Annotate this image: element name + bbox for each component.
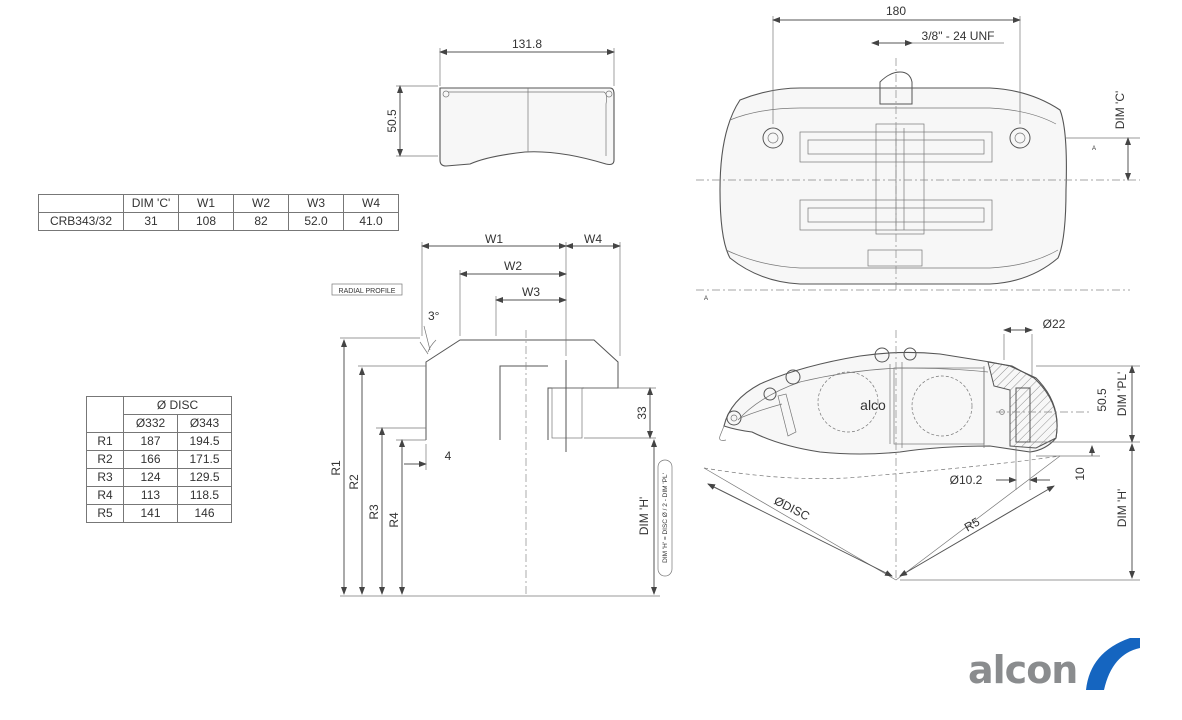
step-label: 4 — [445, 449, 452, 463]
radius-row: R4 113 118.5 — [86, 486, 232, 505]
spec-cell: CRB343/32 — [38, 212, 124, 231]
radius-row: R2 166 171.5 — [86, 450, 232, 469]
spec-cell: 82 — [233, 212, 289, 231]
spec-cell: 31 — [123, 212, 179, 231]
r1-label: R1 — [329, 460, 343, 476]
disc-title-cell: Ø DISC — [123, 396, 232, 415]
pl-value-label: 50.5 — [1095, 388, 1109, 412]
radius-title-row: Ø DISC — [86, 396, 232, 433]
radius-corner-cell — [86, 396, 124, 433]
ten-label: 10 — [1073, 467, 1087, 481]
radial-profile-view: RADIAL PROFILE W1 W4 W2 W3 3° R1 R2 R3 — [329, 232, 673, 597]
spec-header-row: DIM 'C' W1 W2 W3 W4 — [38, 194, 399, 213]
spec-header-cell: W3 — [288, 194, 344, 213]
w2-label: W2 — [504, 259, 522, 273]
radius-cell: 166 — [123, 450, 178, 469]
dim-h-label: DIM 'H' — [637, 497, 651, 536]
radius-label-cell: R1 — [86, 432, 124, 451]
spec-header-cell: W1 — [178, 194, 234, 213]
dim-h2-label: DIM 'H' — [1115, 489, 1129, 528]
spec-cell: 41.0 — [343, 212, 399, 231]
radius-label-cell: R3 — [86, 468, 124, 487]
radius-table: Ø DISC Ø332 Ø343 R1 187 194.5 R2 166 171… — [86, 396, 232, 523]
caliper-width-label: 180 — [886, 4, 906, 18]
radius-cell: 113 — [123, 486, 178, 505]
caliper-logo-text: alco — [860, 397, 886, 413]
logo-swoosh-icon — [1086, 638, 1140, 690]
spec-table: DIM 'C' W1 W2 W3 W4 CRB343/32 31 108 82 … — [38, 194, 399, 231]
radius-cell: 124 — [123, 468, 178, 487]
dia22-label: Ø22 — [1043, 317, 1066, 331]
angle-label: 3° — [428, 309, 440, 323]
svg-text:A: A — [1092, 146, 1096, 152]
dia102-label: Ø10.2 — [950, 473, 983, 487]
spec-header-cell: W4 — [343, 194, 399, 213]
pad-width-label: 131.8 — [512, 37, 542, 51]
dim-pl-label: DIM 'PL' — [1115, 372, 1129, 417]
r4-label: R4 — [387, 512, 401, 528]
alcon-logo: alcon — [968, 634, 1142, 694]
caliper-top-view: 180 3/8" - 24 UNF DIM 'C' A A — [696, 4, 1140, 302]
caliper-side-view: alco ØDISC R5 Ø22 Ø10.2 — [703, 317, 1140, 581]
radius-cell: 118.5 — [177, 486, 232, 505]
radius-label-cell: R4 — [86, 486, 124, 505]
radius-row: R3 124 129.5 — [86, 468, 232, 487]
dim-c-label: DIM 'C' — [1113, 91, 1127, 130]
radius-label-cell: R2 — [86, 450, 124, 469]
logo-wordmark: alcon — [968, 648, 1078, 692]
radial-profile-label: RADIAL PROFILE — [339, 288, 396, 295]
w4-label: W4 — [584, 232, 602, 246]
radius-cell: 146 — [177, 504, 232, 523]
spec-row: CRB343/32 31 108 82 52.0 41.0 — [38, 212, 399, 231]
brake-pad-view: 131.8 50.5 — [385, 37, 615, 167]
spec-header-cell — [38, 194, 124, 213]
radius-cell: 171.5 — [177, 450, 232, 469]
spec-header-cell: W2 — [233, 194, 289, 213]
disc-subheader-cell: Ø332 — [123, 414, 178, 433]
radius-label-cell: R5 — [86, 504, 124, 523]
formula-label: DIM 'H' = DISC Ø / 2 - DIM 'PL' — [662, 473, 669, 563]
radius-cell: 141 — [123, 504, 178, 523]
spec-cell: 52.0 — [288, 212, 344, 231]
pad-height-label: 50.5 — [385, 109, 399, 133]
w1-label: W1 — [485, 232, 503, 246]
radius-cell: 194.5 — [177, 432, 232, 451]
w3-label: W3 — [522, 285, 540, 299]
radius-subheader-row: Ø332 Ø343 — [87, 414, 232, 433]
disc-subheader-cell: Ø343 — [177, 414, 232, 433]
r5-label: R5 — [962, 514, 983, 534]
r2-label: R2 — [347, 474, 361, 490]
thread-label: 3/8" - 24 UNF — [922, 29, 995, 43]
radius-row: R1 187 194.5 — [86, 432, 232, 451]
radius-row: R5 141 146 — [86, 504, 232, 523]
depth-label: 33 — [635, 406, 649, 420]
spec-cell: 108 — [178, 212, 234, 231]
radius-cell: 187 — [123, 432, 178, 451]
radius-cell: 129.5 — [177, 468, 232, 487]
spec-header-cell: DIM 'C' — [123, 194, 179, 213]
r3-label: R3 — [367, 504, 381, 520]
svg-text:A: A — [704, 296, 708, 302]
